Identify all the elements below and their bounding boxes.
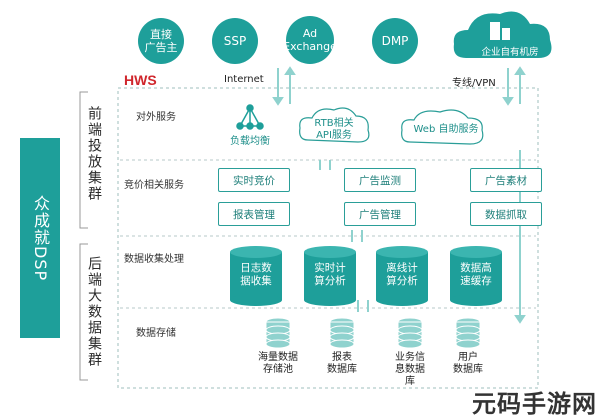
- report-mgmt-box: 报表管理: [218, 202, 290, 226]
- row-external-services: 对外服务: [136, 112, 176, 123]
- row-data-storage: 数据存储: [136, 328, 176, 339]
- hws-label: HWS: [124, 72, 157, 88]
- advertiser-node: 直接 广告主: [138, 18, 184, 64]
- realtime-compute-drum: 实时计 算分析: [314, 262, 346, 287]
- building-icon: [490, 22, 510, 40]
- realtime-bid-box: 实时竞价: [218, 168, 290, 192]
- row-bidding-services: 竞价相关服务: [124, 180, 184, 191]
- row-data-collection: 数据收集处理: [124, 254, 184, 265]
- report-db-label: 报表 数据库: [327, 352, 357, 375]
- load-balancer-icon: [236, 104, 264, 130]
- dsp-main-label: 众成就DSP: [31, 194, 50, 282]
- high-speed-cache-drum: 数据高 速缓存: [460, 262, 492, 287]
- business-db-label: 业务信 息数据 库: [395, 352, 425, 387]
- rtb-api-label: RTB相关 API服务: [314, 118, 354, 141]
- storage-pool-label: 海量数据 存储池: [258, 352, 298, 375]
- ad-material-box: 广告素材: [470, 168, 542, 192]
- internet-label: Internet: [224, 74, 264, 85]
- web-self-service-label: Web 自助服务: [413, 124, 479, 135]
- log-collection-drum: 日志数 据收集: [240, 262, 272, 287]
- dmp-node: DMP: [372, 18, 418, 64]
- data-fetch-box: 数据抓取: [470, 202, 542, 226]
- ad-exchange-node: Ad Exchange: [283, 16, 337, 64]
- front-cluster-label: 前端投放集群: [86, 106, 102, 202]
- enterprise-datacenter-label: 企业自有机房: [481, 47, 539, 58]
- watermark: 元码手游网: [472, 390, 597, 418]
- ad-monitor-box: 广告监测: [344, 168, 416, 192]
- dsp-main-bar: 众成就DSP: [20, 138, 60, 338]
- back-cluster-label: 后端大数据集群: [86, 256, 102, 368]
- user-db-label: 用户 数据库: [453, 352, 483, 375]
- ssp-node: SSP: [212, 18, 258, 64]
- load-balancer-label: 负载均衡: [230, 136, 270, 147]
- vpn-label: 专线/VPN: [452, 78, 496, 89]
- offline-compute-drum: 离线计 算分析: [386, 262, 418, 287]
- ad-mgmt-box: 广告管理: [344, 202, 416, 226]
